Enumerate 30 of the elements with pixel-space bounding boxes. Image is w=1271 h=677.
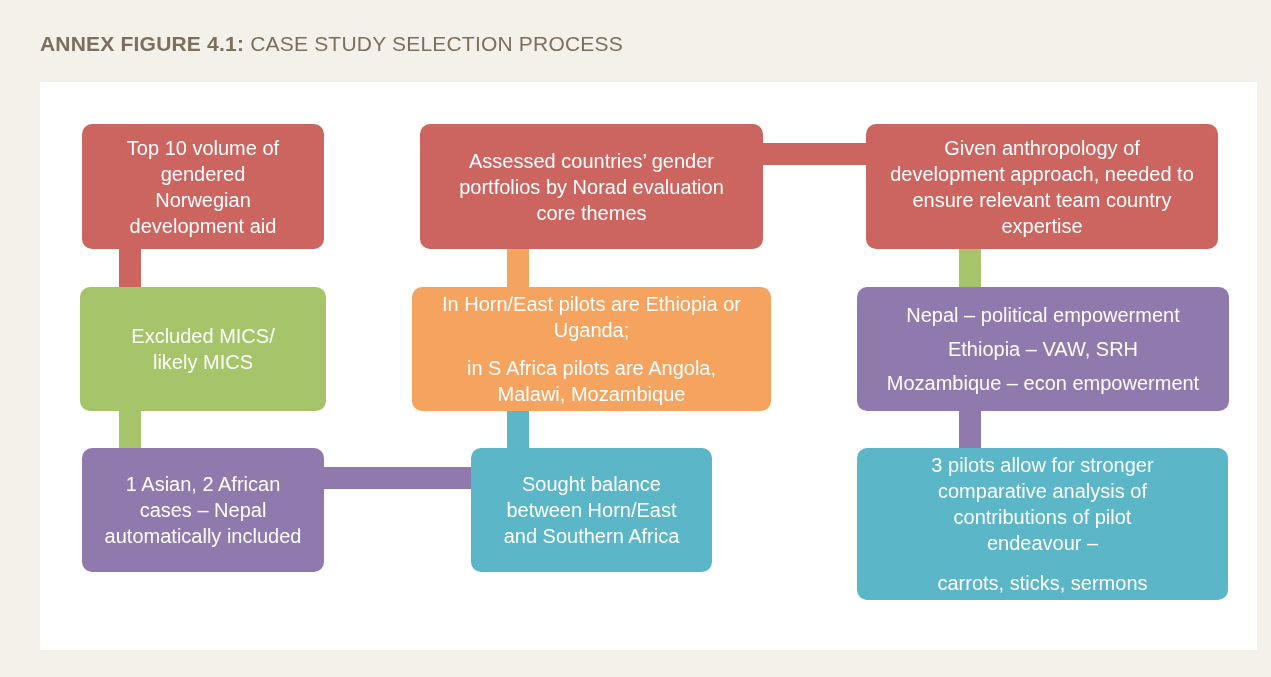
connector-bar bbox=[507, 411, 529, 448]
box-text: Nepal – political empowerment bbox=[906, 303, 1180, 328]
connector-bar bbox=[959, 249, 981, 287]
box-text: in S Africa pilots are Angola, Malawi, Mozambique bbox=[465, 356, 717, 407]
box-text: 1 Asian, 2 African cases – Nepal automatically included bbox=[103, 472, 303, 549]
process-box bbox=[80, 287, 326, 411]
box-text: Assessed countries’ gender portfolios by Norad evaluation core themes bbox=[458, 148, 725, 226]
box-text: carrots, sticks, sermons bbox=[937, 571, 1148, 596]
box-text: Top 10 volume of gendered Norwegian development aid bbox=[125, 135, 281, 239]
box-text: 3 pilots allow for stronger comparative analysis of contributions of pilot endeavour – bbox=[930, 453, 1155, 556]
process-box bbox=[857, 448, 1228, 600]
connector-bar bbox=[959, 411, 981, 448]
box-text: Given anthropology of development approach, needed to ensure relevant team country expertise bbox=[889, 135, 1195, 239]
process-box bbox=[420, 124, 763, 249]
connector-bar bbox=[324, 467, 471, 489]
process-box bbox=[857, 287, 1229, 411]
box-text: Excluded MICS/ likely MICS bbox=[130, 324, 276, 375]
box-text: Ethiopia – VAW, SRH bbox=[947, 337, 1139, 362]
connector-bar bbox=[507, 249, 529, 287]
figure-title: ANNEX FIGURE 4.1: CASE STUDY SELECTION PROCESS bbox=[40, 32, 623, 56]
connector-bar bbox=[119, 249, 141, 287]
box-text: In Horn/East pilots are Ethiopia or Uganda; bbox=[440, 292, 742, 343]
connector-bar bbox=[119, 411, 141, 448]
process-box bbox=[471, 448, 712, 572]
process-box bbox=[412, 287, 771, 411]
box-text: Sought balance between Horn/East and Southern Africa bbox=[502, 472, 681, 549]
process-box bbox=[82, 124, 324, 249]
process-box bbox=[82, 448, 324, 572]
box-text: Mozambique – econ empowerment bbox=[886, 371, 1200, 396]
process-box bbox=[866, 124, 1218, 249]
